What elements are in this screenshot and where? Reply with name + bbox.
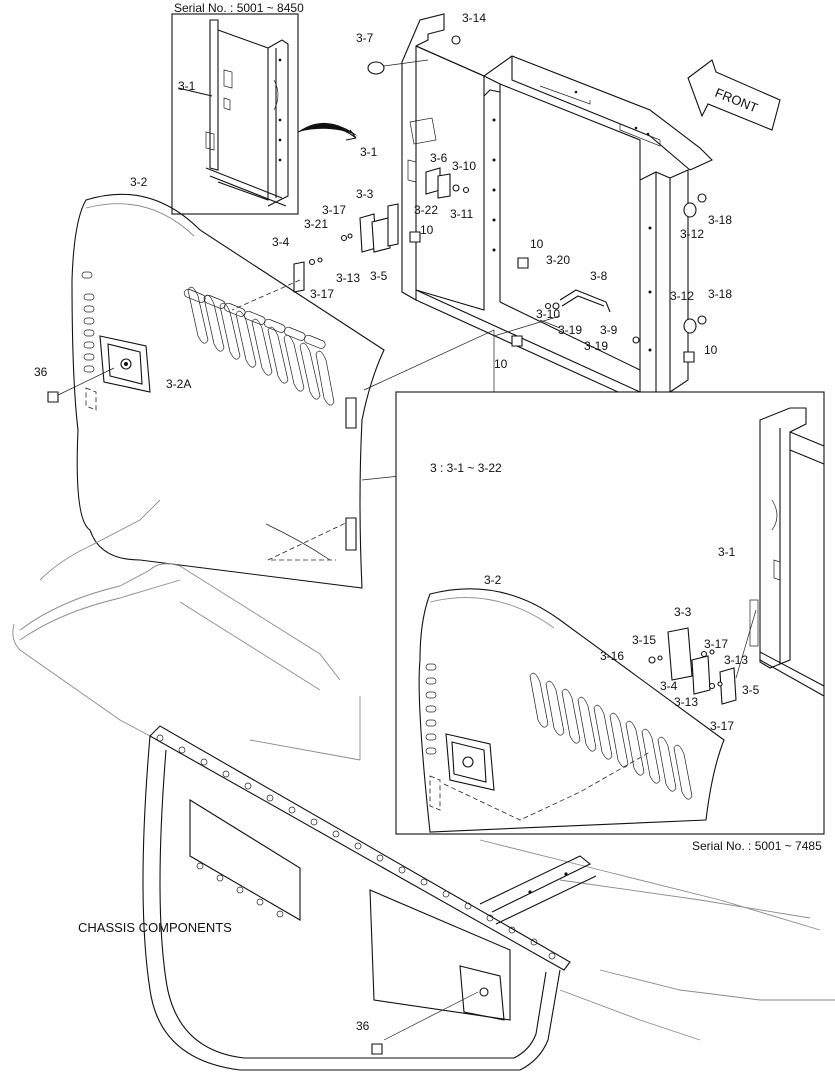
callout-3-5-inset: 3-5 <box>742 683 760 697</box>
callout-3-1-inset-bottom: 3-1 <box>718 545 736 559</box>
chassis-outline <box>12 499 835 1041</box>
callout-3-10-a: 3-10 <box>452 159 476 173</box>
callout-3-6: 3-6 <box>430 151 448 165</box>
inset-arrow-fill <box>298 122 358 136</box>
callout-3-7: 3-7 <box>356 31 374 45</box>
callout-3-16: 3-16 <box>600 649 624 663</box>
callout-3-12-b: 3-12 <box>670 289 694 303</box>
callout-3-13-b: 3-13 <box>724 653 748 667</box>
hardware-parts <box>293 35 707 363</box>
callout-3-17-d: 3-17 <box>710 719 734 733</box>
knob-3-7 <box>367 61 385 75</box>
callout-3-2-main: 3-2 <box>130 175 148 189</box>
leader-dash-1 <box>231 279 301 311</box>
callout-3-17-a: 3-17 <box>322 203 346 217</box>
callout-3-1-inset: 3-1 <box>178 79 196 93</box>
callout-10-a: 10 <box>420 223 434 237</box>
callout-3-4-main: 3-4 <box>272 235 290 249</box>
callout-3-2-inset: 3-2 <box>484 573 502 587</box>
callout-3-3-main: 3-3 <box>356 187 374 201</box>
callout-3-21: 3-21 <box>304 217 328 231</box>
front-arrow <box>687 59 781 131</box>
step-frame <box>142 725 597 1071</box>
callout-3-17-b: 3-17 <box>310 287 334 301</box>
callout-3-15: 3-15 <box>632 633 656 647</box>
main-side-panel <box>55 193 385 589</box>
callout-3-20: 3-20 <box>546 253 570 267</box>
callout-3-18-b: 3-18 <box>708 287 732 301</box>
callout-3-22: 3-22 <box>414 203 438 217</box>
callout-3-12-a: 3-12 <box>680 227 704 241</box>
callout-3-17-c: 3-17 <box>704 637 728 651</box>
callout-3-5-main: 3-5 <box>370 269 388 283</box>
callout-10-d: 10 <box>704 343 718 357</box>
callout-10-c: 10 <box>494 357 508 371</box>
bolt-36-bottom <box>371 1043 383 1055</box>
callout-3-19-a: 3-19 <box>558 323 582 337</box>
callout-3-4-inset: 3-4 <box>660 679 678 693</box>
callout-3-11: 3-11 <box>450 207 473 221</box>
serial-top-label: Serial No. : 5001 ~ 8450 <box>174 1 304 15</box>
callout-3-2A: 3-2A <box>166 377 191 391</box>
main-frame <box>401 13 713 413</box>
callout-36-bottom: 36 <box>356 1019 370 1033</box>
callout-3-19-b: 3-19 <box>584 339 608 353</box>
caption: CHASSIS COMPONENTS <box>78 920 232 935</box>
callout-3-1-main: 3-1 <box>360 145 378 159</box>
inset-top-left <box>171 13 299 215</box>
callout-36-top: 36 <box>34 365 48 379</box>
callout-3-13-c: 3-13 <box>674 695 698 709</box>
leader-dash-2 <box>267 519 353 561</box>
callout-3-9: 3-9 <box>600 323 618 337</box>
callout-3-8: 3-8 <box>590 269 608 283</box>
callout-3-13-a: 3-13 <box>336 271 360 285</box>
bolt-36-top <box>47 391 59 403</box>
inset-bottom-right <box>395 391 825 835</box>
serial-bottom-label: Serial No. : 5001 ~ 7485 <box>692 839 822 853</box>
leader-rod <box>493 315 561 337</box>
callout-3-10-b: 3-10 <box>536 307 560 321</box>
callout-10-b: 10 <box>530 237 544 251</box>
callout-3-14: 3-14 <box>462 11 486 25</box>
callout-3-18-a: 3-18 <box>708 213 732 227</box>
callout-3-3-inset: 3-3 <box>674 605 692 619</box>
group-note: 3 : 3-1 ~ 3-22 <box>430 461 502 475</box>
